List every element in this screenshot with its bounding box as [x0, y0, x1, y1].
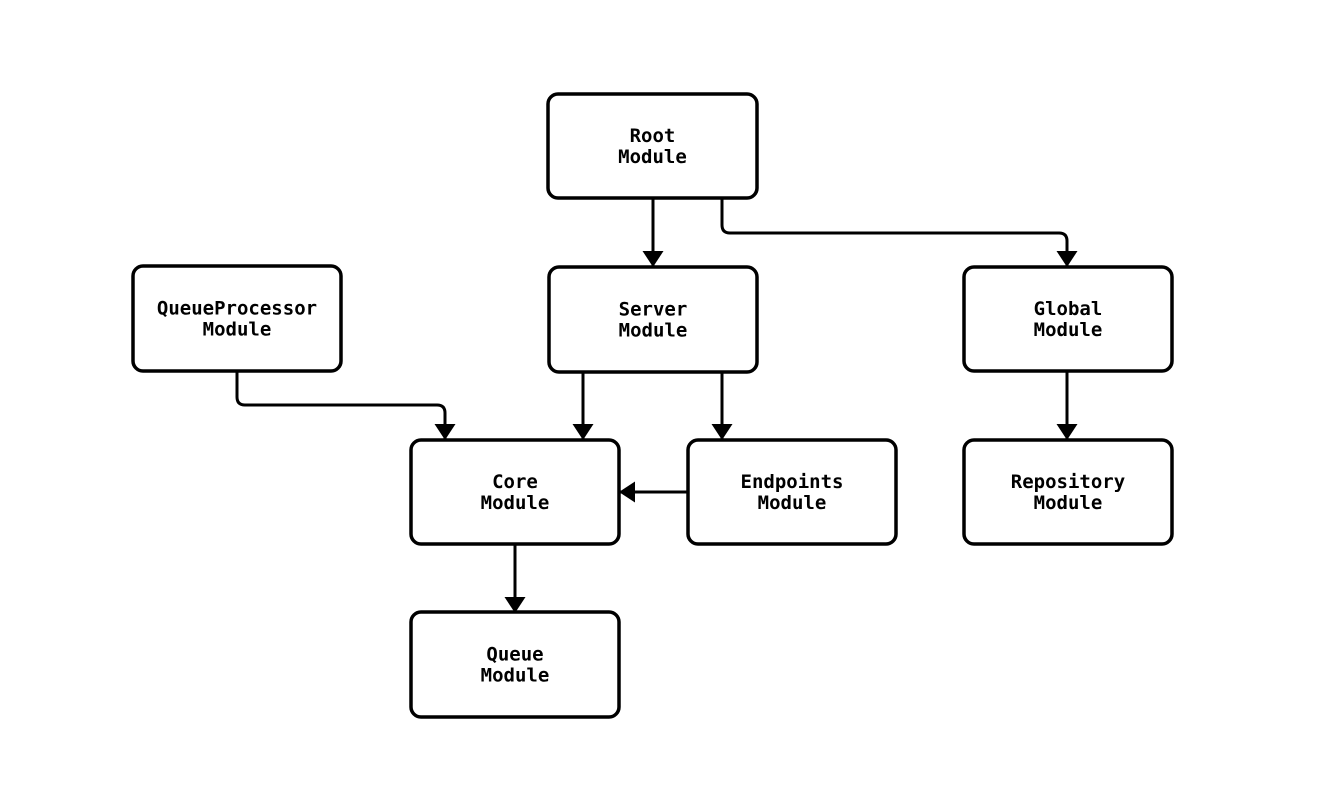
node-endpoints-box	[686, 438, 898, 546]
edge-root-global	[720, 197, 1078, 267]
node-root-box	[546, 92, 759, 200]
edge-root-server	[642, 197, 664, 267]
node-core-box	[409, 438, 621, 546]
arrowhead-icon	[711, 424, 733, 440]
node-global-box	[962, 265, 1174, 373]
edge-server-endpoints	[711, 372, 733, 440]
arrowhead-icon	[434, 424, 456, 440]
arrowhead-icon	[1056, 424, 1078, 440]
edge-queueprocessor-core	[235, 371, 456, 440]
edge-global-repository	[1056, 371, 1078, 440]
node-server-box	[547, 265, 759, 374]
arrowhead-icon	[1056, 251, 1078, 267]
node-repository-box	[962, 438, 1174, 546]
arrowhead-icon	[572, 424, 594, 440]
edge-line-root-global	[720, 197, 1069, 267]
arrowhead-icon	[642, 251, 664, 267]
edge-core-queue	[504, 544, 526, 613]
edge-line-queueprocessor-core	[235, 371, 447, 440]
node-queue-box	[409, 610, 621, 719]
edge-endpoints-core	[619, 481, 688, 503]
arrowhead-icon	[619, 481, 635, 503]
arrowhead-icon	[504, 597, 526, 613]
node-queueprocessor-box	[131, 264, 343, 373]
edge-server-core	[572, 372, 594, 440]
